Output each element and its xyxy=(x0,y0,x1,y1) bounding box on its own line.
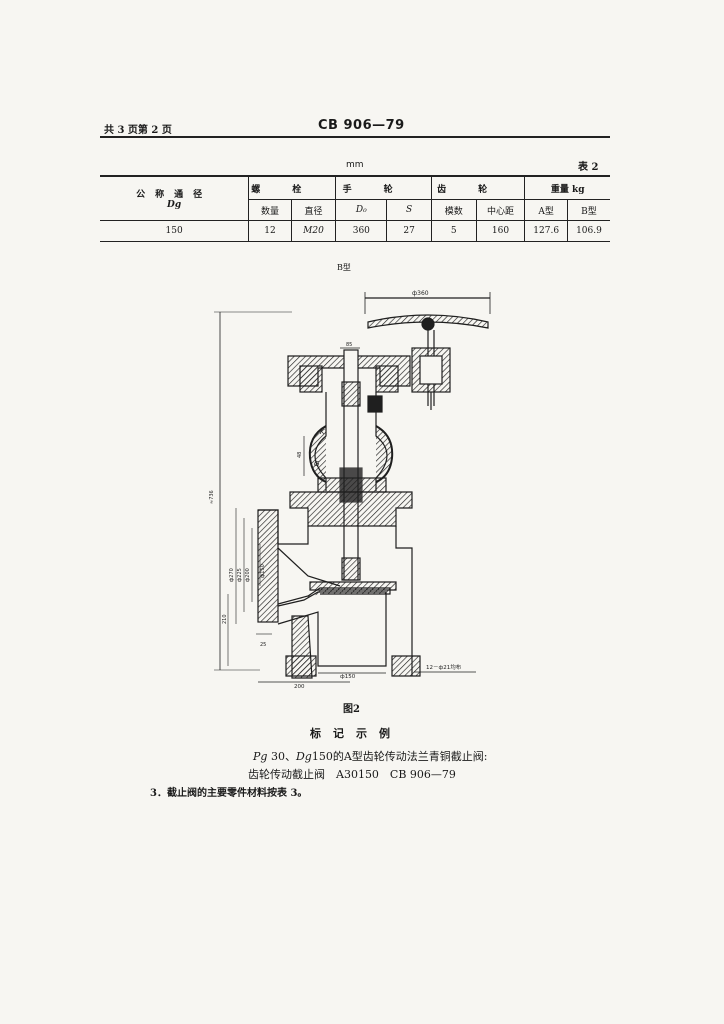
sub-hw-s: S xyxy=(386,199,432,221)
inlet-flange xyxy=(257,509,279,623)
label-k: K xyxy=(320,428,326,436)
cell-bolt-qty: 12 xyxy=(248,220,292,242)
dim-25: 25 xyxy=(260,642,266,648)
marking-title: 标记示例 xyxy=(310,727,402,740)
sub-bolt-qty: 数量 xyxy=(248,199,292,221)
page-info: 共 3 页第 2 页 xyxy=(104,125,172,136)
dim-d200: ф200 xyxy=(245,568,251,582)
cell-d0: 360 xyxy=(335,220,387,242)
dim-d225: ф225 xyxy=(237,568,243,582)
cell-s: 27 xyxy=(386,220,432,242)
sub-gear-center: 中心距 xyxy=(475,199,525,221)
dim-200: 200 xyxy=(294,684,305,690)
label-g: G xyxy=(314,460,320,468)
dim-210: 210 xyxy=(222,614,228,624)
dim-d150-bottom: ф150 xyxy=(340,674,356,680)
dim-holes: 12－ф21均布 xyxy=(426,663,462,671)
body-right xyxy=(395,526,413,676)
cell-module: 5 xyxy=(430,220,477,242)
cell-weight-b: 106.9 xyxy=(566,220,610,242)
valve-seat xyxy=(309,581,397,591)
table-number: 表 2 xyxy=(578,162,599,173)
sub-type-b: B型 xyxy=(566,199,610,221)
col-weight: 重量 kg xyxy=(524,175,610,200)
sub-bolt-dia: 直径 xyxy=(290,199,336,221)
standard-code: CB 906—79 xyxy=(318,118,405,133)
note-3: 3．截止阀的主要零件材料按表 3。 xyxy=(150,788,308,799)
sub-type-a: A型 xyxy=(524,199,568,221)
sub-hw-d0: D₀ xyxy=(335,199,387,221)
bonnet-flange xyxy=(289,491,413,527)
figure-type-label: B型 xyxy=(337,263,351,272)
outlet-flange xyxy=(391,655,421,677)
valve-drawing: ф360 85 K G 48 ≈736 ф270 ф225 xyxy=(209,290,491,690)
col-gear: 齿轮 xyxy=(430,175,525,200)
header-rule xyxy=(100,136,610,138)
col-nominal-bore: 公称通径 Dg xyxy=(100,175,249,221)
dim-handwheel: ф360 xyxy=(412,290,429,297)
table-unit: mm xyxy=(346,160,364,170)
dim-d150-vertical: ф150 xyxy=(260,564,266,578)
spec-table: 公称通径 Dg 螺栓 手轮 齿轮 重量 kg 数量 直径 D₀ S 模数 中心距… xyxy=(100,175,610,242)
table-row: 150 12 M20 360 27 5 160 127.6 106.9 xyxy=(100,220,610,242)
dim-height-total: ≈736 xyxy=(209,490,215,504)
col-bolt: 螺栓 xyxy=(248,175,336,200)
marking-line-1: Pg 30、Dg150的A型齿轮传动法兰青铜截止阀: xyxy=(253,750,488,763)
sub-gear-module: 模数 xyxy=(430,199,477,221)
cell-bolt-dia: M20 xyxy=(290,220,336,242)
dim-d270: ф270 xyxy=(229,568,235,582)
marking-line-2: 齿轮传动截止阀 A30150 CB 906—79 xyxy=(248,768,456,781)
dim-top-width: 85 xyxy=(346,342,352,348)
cell-dg: 150 xyxy=(100,220,249,242)
dim-48: 48 xyxy=(297,452,303,458)
figure-caption: 图2 xyxy=(343,704,360,715)
cell-weight-a: 127.6 xyxy=(524,220,568,242)
col-handwheel: 手轮 xyxy=(335,175,432,200)
cell-center: 160 xyxy=(475,220,525,242)
body-cavity xyxy=(277,591,387,667)
